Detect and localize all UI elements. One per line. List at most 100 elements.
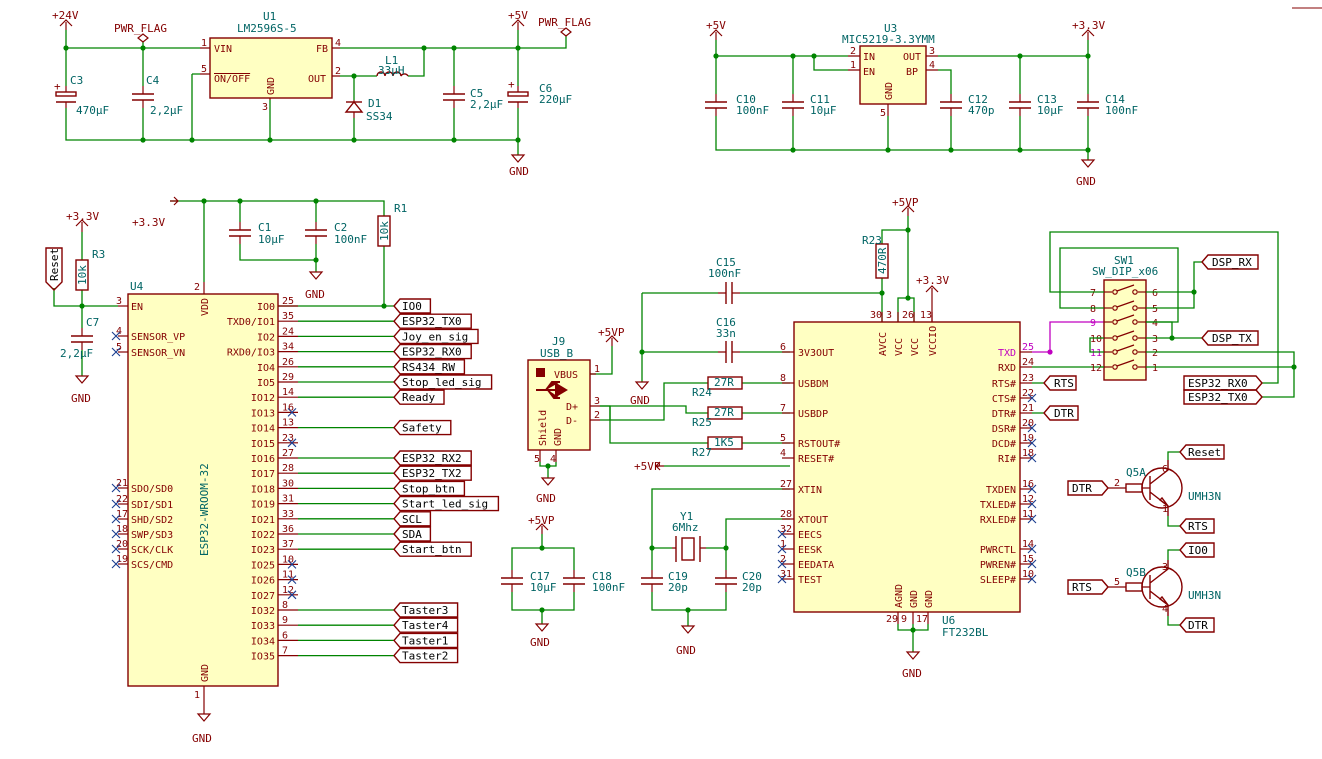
diode-d1: D1 SS34 [344, 97, 393, 123]
c13-value: 10µF [1037, 104, 1064, 117]
u1-num-onoff: 5 [201, 64, 207, 75]
u4-num-vdd: 2 [194, 282, 200, 293]
c19-value: 20p [668, 581, 688, 594]
net-label-text: Joy_en_sig [402, 330, 468, 343]
sw1-lever [1116, 284, 1135, 292]
no-connect-mark [1027, 499, 1037, 509]
j9-value: USB_B [540, 347, 573, 360]
c17-ref: C17 [530, 570, 550, 583]
u6-pin-num: 10 [1022, 569, 1034, 580]
u4-pin-num: 29 [282, 372, 294, 383]
no-connect-mark [287, 560, 297, 569]
c10-ref: C10 [736, 93, 756, 106]
u6-pin-name: RTS# [992, 379, 1016, 390]
u4-pin-num: 12 [282, 585, 294, 596]
u6-pin-num: 32 [780, 524, 792, 535]
q5a-num-b: 2 [1114, 478, 1120, 489]
label-q5b-collector-text: IO0 [1188, 544, 1208, 557]
power-33v-label: +3.3V [66, 210, 99, 223]
r24-value: 27R [714, 376, 734, 389]
u6-pin-name: EESK [798, 545, 822, 556]
sw1-contact [1132, 349, 1138, 355]
u4-pin-name: IO35 [251, 652, 275, 663]
u6-pin-num: 12 [1022, 494, 1034, 505]
sw1-right-num: 1 [1152, 363, 1158, 374]
u4-pin-name: IO33 [251, 621, 275, 632]
u1-pin-out: OUT [308, 74, 326, 85]
u4-left-pins: EN3SENSOR_VP4SENSOR_VN5SDO/SD021SDI/SD12… [111, 296, 185, 571]
label-rts: RTS [1043, 375, 1077, 391]
capacitor-c6: + C6 220µF [507, 78, 572, 108]
u6-pin-name: XTIN [798, 485, 822, 496]
c2-ref: C2 [334, 221, 347, 234]
c1-value: 10µF [258, 233, 285, 246]
resistor-r24: 27R R24 [692, 376, 743, 399]
u6-pin-num: 8 [780, 373, 786, 384]
u6-pin-num: 26 [902, 310, 914, 321]
capacitor-c2: C2 100nF [305, 221, 367, 246]
u6-pin-num: 15 [1022, 554, 1034, 565]
gnd-label: GND [305, 288, 325, 301]
gnd-label: GND [1076, 175, 1096, 188]
u4-pin-name: IO34 [251, 636, 275, 647]
supply-section: +24V +5V PWR_FLAG PWR_FLAG GND + C3 470µ… [52, 9, 591, 178]
sw1-lever [1116, 330, 1135, 338]
capacitor-c17: C17 10µF [501, 570, 557, 594]
c1-ref: C1 [258, 221, 271, 234]
sw1-lever [1116, 359, 1135, 367]
u6-pin-name: GND [909, 590, 920, 608]
u6-pin-num: 22 [1022, 388, 1034, 399]
u4-pin-num: 21 [116, 478, 128, 489]
label-esp32-rx0-text: ESP32_RX0 [1188, 377, 1248, 390]
no-connect-mark [777, 574, 787, 584]
u4-pin-name: IO4 [257, 363, 275, 374]
j9-num-dp: 3 [594, 396, 600, 407]
net-label [393, 617, 459, 633]
net-label-text: RS434_RW [402, 361, 455, 374]
u6-value: FT232BL [942, 626, 989, 639]
u6-pin-num: 11 [1022, 509, 1034, 520]
u3-pin-out: OUT [903, 52, 921, 63]
net-label [393, 647, 459, 664]
net-label-text: Safety [402, 422, 442, 435]
u4-pin-name: IO22 [251, 530, 275, 541]
c4-value: 2,2µF [150, 104, 183, 117]
net-label-text: SDA [402, 528, 422, 541]
label-q5b-base-text: RTS [1072, 581, 1092, 594]
label-q5b-emitter-text: DTR [1188, 619, 1208, 632]
u4-pin-name: SDI/SD1 [131, 500, 173, 511]
u6-pin-name: RI# [998, 454, 1016, 465]
label-dsp-tx-text: DSP_TX [1212, 332, 1252, 345]
u1-pin-onoff: ON/OFF [214, 74, 250, 85]
u4-pin-name: IO19 [251, 500, 275, 511]
u6-pin-name: TXLED# [980, 500, 1016, 511]
u6-pin-name: 3V3OUT [798, 348, 834, 359]
capacitor-c15: C15 100nF [708, 256, 741, 304]
reset-label-text: Reset [48, 248, 61, 281]
gnd-label: GND [536, 492, 556, 505]
usb-symbol-icon [536, 381, 568, 399]
u4-pin-name: IO5 [257, 378, 275, 389]
sw1-contact [1132, 305, 1138, 311]
sw1-contact [1132, 364, 1138, 370]
label-q5a-base: DTR [1067, 480, 1109, 496]
power-5vp-label: +5VP [634, 460, 661, 473]
u1-num-gnd: 3 [262, 102, 268, 113]
no-connect-mark [1027, 393, 1037, 403]
c20-ref: C20 [742, 570, 762, 583]
c2-value: 100nF [334, 233, 367, 246]
power-5vp-label: +5VP [892, 196, 919, 209]
u4-pin-name: IO2 [257, 332, 275, 343]
sw1-ref: SW1 [1114, 254, 1134, 267]
no-connect-mark [1027, 453, 1037, 463]
sw1-right-num: 3 [1152, 334, 1158, 345]
u4-pin-name: SCS/CMD [131, 560, 173, 571]
u3-num-en: 1 [850, 60, 856, 71]
net-label-text: Start_led_sig [402, 498, 488, 511]
u6-pin-name: EEDATA [798, 560, 834, 571]
label-q5b-collector: IO0 [1179, 542, 1215, 558]
u4-pin-num: 31 [282, 494, 294, 505]
no-connect-mark [287, 438, 297, 448]
gnd-label: GND [630, 394, 650, 407]
